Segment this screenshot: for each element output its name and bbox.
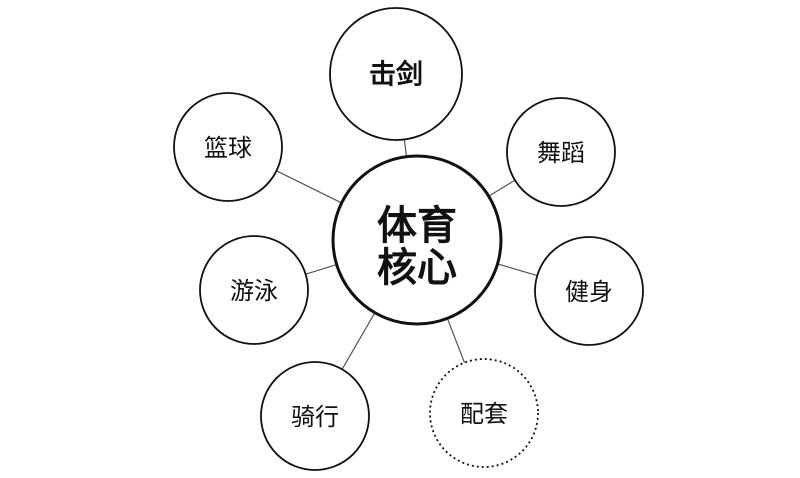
node-circle-cycling <box>260 361 370 471</box>
node-label-fitness: 健身 <box>565 278 613 306</box>
node-circle-basketball <box>173 92 283 202</box>
node-circle-fencing <box>329 7 463 141</box>
node-label-basketball: 篮球 <box>204 134 252 162</box>
node-circle-dance <box>506 97 616 207</box>
node-label-fencing: 击剑 <box>369 59 423 91</box>
connector-supporting <box>446 318 466 363</box>
node-circle-swimming <box>199 235 309 345</box>
connector-group <box>276 139 538 370</box>
node-circle-supporting <box>429 358 539 468</box>
connector-basketball <box>276 170 342 204</box>
center-label-line-1: 体育 <box>377 203 457 249</box>
connector-fencing <box>403 139 408 157</box>
center-node: 体育 核心 <box>331 154 503 326</box>
node-fitness: 健身 <box>534 236 644 346</box>
node-label-cycling: 骑行 <box>291 403 339 431</box>
node-swimming: 游泳 <box>199 235 309 345</box>
node-label-supporting: 配套 <box>460 400 508 428</box>
connector-cycling <box>341 312 376 370</box>
center-label-line-2: 核心 <box>377 245 457 291</box>
node-cycling: 骑行 <box>260 361 370 471</box>
connector-dance <box>488 179 516 197</box>
node-supporting: 配套 <box>429 358 539 468</box>
connector-swimming <box>305 264 337 275</box>
center-circle <box>331 154 503 326</box>
connector-fitness <box>497 263 538 277</box>
node-circle-fitness <box>534 236 644 346</box>
node-fencing: 击剑 <box>329 7 463 141</box>
node-label-dance: 舞蹈 <box>537 139 585 167</box>
node-basketball: 篮球 <box>173 92 283 202</box>
node-label-swimming: 游泳 <box>230 277 278 305</box>
node-dance: 舞蹈 <box>506 97 616 207</box>
